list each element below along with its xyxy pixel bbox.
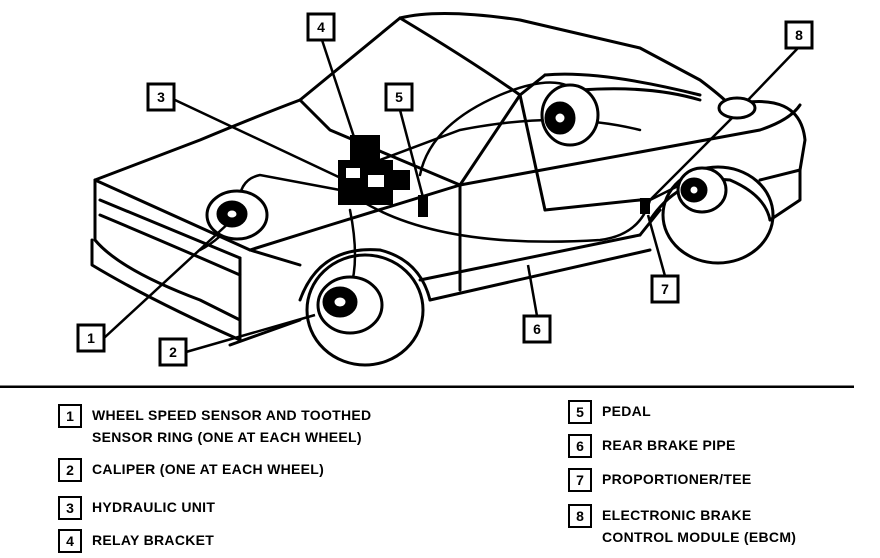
legend-number: 5	[568, 400, 592, 424]
callout-7: 7	[650, 274, 680, 304]
legend-number: 8	[568, 504, 592, 528]
front-left-rotor	[205, 189, 269, 241]
legend-label: REAR BRAKE PIPE	[602, 437, 736, 453]
svg-text:8: 8	[795, 27, 803, 43]
svg-text:4: 4	[317, 19, 325, 35]
callout-4: 4	[306, 12, 336, 42]
car-illustration	[90, 11, 807, 367]
legend-label: RELAY BRACKET	[92, 532, 215, 548]
legend-item-5: 5 PEDAL	[568, 400, 651, 424]
legend-item-6: 6 REAR BRAKE PIPE	[568, 434, 736, 458]
svg-text:7: 7	[661, 281, 669, 297]
svg-text:6: 6	[533, 321, 541, 337]
legend-number: 1	[58, 404, 82, 428]
ebcm-illustration	[717, 96, 757, 120]
legend-label: PEDAL	[602, 403, 651, 419]
hydraulic-unit-illustration	[338, 135, 428, 217]
legend-number: 6	[568, 434, 592, 458]
legend-item-2: 2 CALIPER (ONE AT EACH WHEEL)	[58, 458, 324, 482]
svg-text:3: 3	[157, 89, 165, 105]
callout-8: 8	[784, 20, 814, 50]
callout-3: 3	[146, 82, 176, 112]
callout-5: 5	[384, 82, 414, 112]
leader-lines	[103, 39, 799, 354]
brake-rotors	[205, 83, 728, 335]
legend-number: 7	[568, 468, 592, 492]
legend-label: PROPORTIONER/TEE	[602, 471, 752, 487]
legend: 1 WHEEL SPEED SENSOR AND TOOTHED SENSOR …	[0, 388, 880, 558]
rear-left-rotor	[540, 83, 600, 147]
abs-system-diagram: 1 2 3 4 5 6 7 8	[0, 11, 854, 388]
legend-label: WHEEL SPEED SENSOR AND TOOTHED SENSOR RI…	[92, 407, 372, 445]
proportioner-illustration	[640, 198, 650, 214]
callout-2: 2	[158, 337, 188, 367]
legend-label: CALIPER (ONE AT EACH WHEEL)	[92, 461, 325, 477]
callout-1: 1	[76, 323, 106, 353]
front-right-rotor	[316, 275, 384, 335]
legend-label: ELECTRONIC BRAKE CONTROL MODULE (EBCM)	[602, 507, 797, 545]
legend-item-8: 8 ELECTRONIC BRAKE CONTROL MODULE (EBCM)	[568, 504, 796, 548]
svg-text:5: 5	[395, 89, 403, 105]
callout-6: 6	[522, 314, 552, 344]
legend-label: HYDRAULIC UNIT	[92, 499, 216, 515]
rear-right-rotor	[676, 166, 728, 214]
svg-text:1: 1	[87, 330, 95, 346]
legend-item-7: 7 PROPORTIONER/TEE	[568, 468, 751, 492]
legend-item-4: 4 RELAY BRACKET	[58, 529, 214, 553]
legend-number: 2	[58, 458, 82, 482]
legend-number: 3	[58, 496, 82, 520]
legend-item-1: 1 WHEEL SPEED SENSOR AND TOOTHED SENSOR …	[58, 404, 371, 448]
legend-number: 4	[58, 529, 82, 553]
legend-item-3: 3 HYDRAULIC UNIT	[58, 496, 215, 520]
svg-text:2: 2	[169, 344, 177, 360]
